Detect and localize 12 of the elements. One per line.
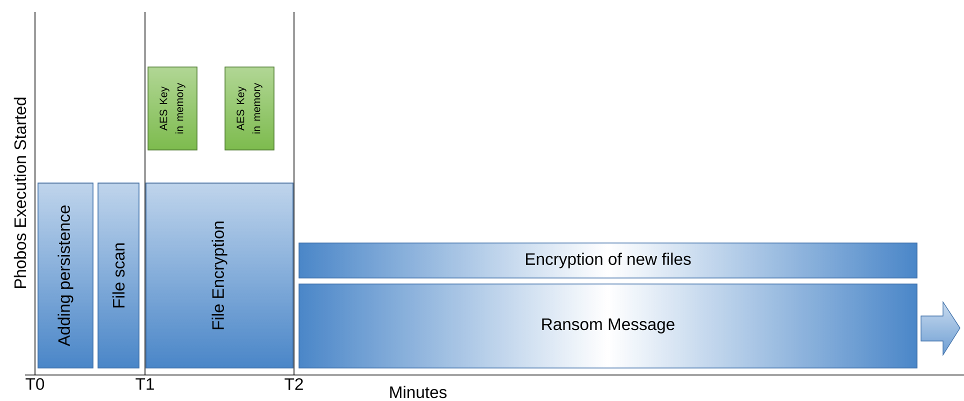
axis-label: Minutes bbox=[390, 386, 447, 398]
time-label: T0 bbox=[26, 378, 44, 390]
key-box: AES Key in memory bbox=[148, 66, 198, 150]
phase-label: Phobos Execution Started bbox=[14, 98, 26, 288]
time-label: T2 bbox=[284, 378, 303, 390]
time-label: T1 bbox=[136, 378, 154, 390]
phase-box: Adding persistence bbox=[38, 182, 94, 368]
phase-box: File scan bbox=[98, 182, 140, 368]
phase-box: Encryption of new files bbox=[298, 242, 918, 278]
phase-box: Ransom Message bbox=[298, 284, 918, 368]
phase-box: File Encryption bbox=[146, 182, 294, 368]
key-box: AES Key in memory bbox=[224, 66, 274, 150]
